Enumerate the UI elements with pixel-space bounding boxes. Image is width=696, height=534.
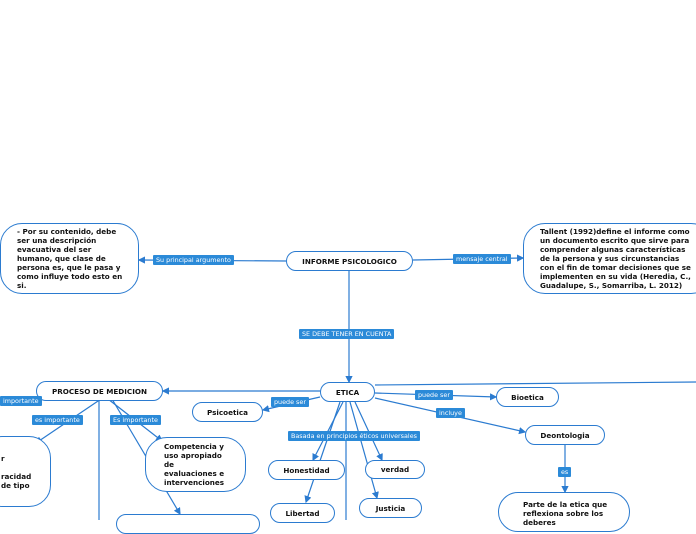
node-label: Psicoetica	[207, 407, 248, 417]
label-mensaje-central: mensaje central	[453, 254, 511, 265]
node-label: Tallent (1992)define el informe como un …	[540, 227, 691, 290]
node-label: Justicia	[375, 503, 406, 513]
node-competencia[interactable]: Competencia y uso apropiado de evaluacio…	[145, 437, 246, 492]
node-verdad[interactable]: verdad	[365, 460, 425, 479]
node-honestidad[interactable]: Honestidad	[268, 460, 345, 480]
node-label: PROCESO DE MEDICION	[51, 386, 148, 396]
node-justicia[interactable]: Justicia	[359, 498, 422, 518]
label-puede-ser-bioetica: puede ser	[415, 390, 453, 401]
node-label: - Por su contenido, debe ser una descrip…	[17, 227, 123, 290]
node-psicoetica[interactable]: Psicoetica	[192, 402, 263, 422]
node-proceso-de-medicion[interactable]: PROCESO DE MEDICION	[36, 381, 163, 401]
node-label: ETICA	[335, 387, 360, 397]
node-label: Deontologia	[540, 430, 590, 440]
label-puede-ser-psicoetica: puede ser	[271, 397, 309, 408]
label-importante-partial: importante	[0, 396, 42, 407]
node-label: verdad	[380, 465, 410, 474]
node-libertad[interactable]: Libertad	[270, 503, 335, 523]
node-label: Bioetica	[511, 392, 544, 402]
node-parte-de-la-etica[interactable]: Parte de la etica que reflexiona sobre l…	[498, 492, 630, 532]
node-informe-psicologico[interactable]: INFORME PSICOLOGICO	[286, 251, 413, 271]
node-label: r racidad de tipo	[1, 453, 32, 490]
node-deontologia[interactable]: Deontologia	[525, 425, 605, 445]
node-label: INFORME PSICOLOGICO	[302, 256, 397, 266]
label-se-debe-tener-en-cuenta: SE DEBE TENER EN CUENTA	[299, 329, 395, 340]
label-es-importante-2: Es importante	[110, 415, 161, 426]
label-es-importante-1: es importante	[32, 415, 83, 426]
node-label: Parte de la etica que reflexiona sobre l…	[523, 500, 608, 527]
label-es: es	[558, 467, 572, 478]
node-label: Competencia y uso apropiado de evaluacio…	[164, 442, 225, 487]
label-su-principal-argumento: Su principal argumento	[153, 255, 234, 266]
node-bioetica[interactable]: Bioetica	[496, 387, 559, 407]
node-label: Honestidad	[283, 465, 330, 475]
label-incluye: incluye	[436, 408, 465, 419]
node-bottom-partial[interactable]	[116, 514, 260, 534]
node-left-partial[interactable]: r racidad de tipo	[0, 436, 51, 507]
node-label: Libertad	[285, 508, 320, 518]
node-argument-description[interactable]: - Por su contenido, debe ser una descrip…	[0, 223, 139, 294]
label-basada-en-principios: Basada en principios éticos universales	[288, 431, 420, 442]
node-definition-tallent[interactable]: Tallent (1992)define el informe como un …	[523, 223, 696, 294]
node-etica[interactable]: ETICA	[320, 382, 375, 402]
